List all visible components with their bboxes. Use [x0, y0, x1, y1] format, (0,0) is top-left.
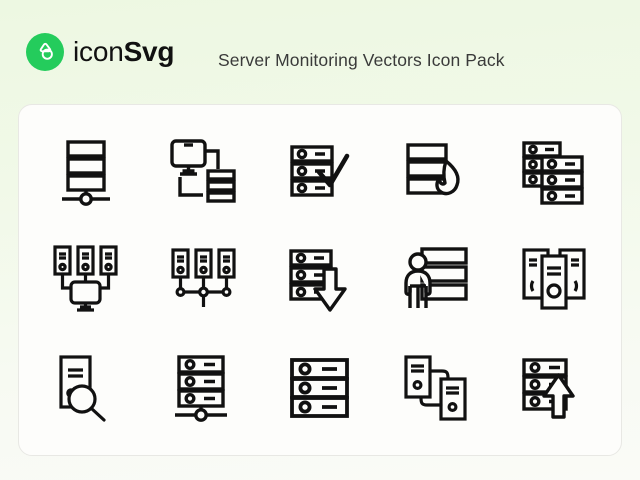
icon-cell[interactable]: [144, 224, 261, 333]
icon-cell[interactable]: [27, 334, 144, 443]
icon-grid: [19, 105, 621, 455]
icon-cell[interactable]: [496, 224, 613, 333]
server-rack-fire-icon: [406, 142, 460, 195]
three-servers-bus-network-icon: [171, 248, 236, 307]
icon-cell[interactable]: [27, 224, 144, 333]
server-rack-download-arrow-icon: [289, 249, 347, 312]
icon-cell[interactable]: [261, 115, 378, 224]
brand-name: iconSvg: [73, 36, 175, 68]
server-rack-check-icon: [290, 144, 350, 197]
icon-cell[interactable]: [496, 115, 613, 224]
brand-logo[interactable]: iconSvg: [26, 33, 175, 71]
icon-cell[interactable]: [27, 115, 144, 224]
icon-cell[interactable]: [496, 334, 613, 443]
three-servers-monitor-icon: [52, 245, 118, 312]
server-rack-network-link-icon: [174, 355, 227, 423]
brand-name-light: icon: [73, 36, 124, 67]
page-title: Server Monitoring Vectors Icon Pack: [218, 50, 505, 70]
icon-cell[interactable]: [144, 334, 261, 443]
page-header: iconSvg Server Monitoring Vectors Icon P…: [0, 0, 640, 104]
icon-cell[interactable]: [261, 224, 378, 333]
icon-grid-card: [18, 104, 622, 456]
icon-cell[interactable]: [379, 115, 496, 224]
icon-cell[interactable]: [144, 115, 261, 224]
server-rack-upload-arrow-icon: [522, 358, 576, 420]
server-rack-network-node-icon: [61, 139, 110, 206]
server-rack-plain-icon: [290, 358, 349, 419]
multiple-server-racks-icon: [522, 140, 585, 205]
server-tower-search-icon: [58, 355, 106, 422]
icon-cell[interactable]: [379, 224, 496, 333]
two-servers-sync-icon: [404, 355, 467, 421]
server-admin-person-icon: [404, 247, 468, 308]
monitor-server-connection-icon: [170, 138, 236, 203]
server-tower-cluster-icon: [522, 248, 586, 310]
icon-cell[interactable]: [261, 334, 378, 443]
icon-cell[interactable]: [379, 334, 496, 443]
brand-name-bold: Svg: [123, 36, 175, 67]
iconsvg-logo-icon: [26, 33, 64, 71]
